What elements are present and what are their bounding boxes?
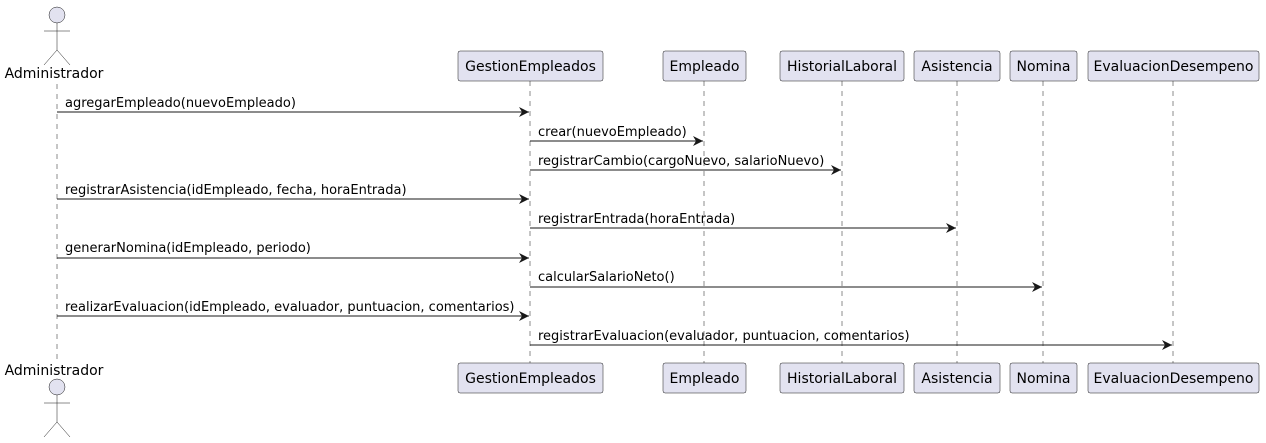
participant-historial-top: HistorialLaboral xyxy=(779,50,905,82)
message-label: generarNomina(idEmpleado, periodo) xyxy=(65,241,311,256)
message-registrar-entrada: registrarEntrada(horaEntrada) xyxy=(530,212,956,233)
message-realizar-evaluacion: realizarEvaluacion(idEmpleado, evaluador… xyxy=(57,300,529,321)
participant-gestion-top: GestionEmpleados xyxy=(457,50,604,82)
participant-label: GestionEmpleados xyxy=(465,371,596,387)
message-crear: crear(nuevoEmpleado) xyxy=(530,125,703,146)
participant-label: Nomina xyxy=(1016,59,1070,75)
participant-label: Asistencia xyxy=(921,59,992,75)
participant-evaluacion-bottom: EvaluacionDesempeno xyxy=(1087,362,1260,394)
message-label: calcularSalarioNeto() xyxy=(538,270,675,285)
participant-empleado-bottom: Empleado xyxy=(662,362,747,394)
participant-nomina-top: Nomina xyxy=(1009,50,1078,82)
participant-evaluacion-top: EvaluacionDesempeno xyxy=(1087,50,1260,82)
message-generar-nomina: generarNomina(idEmpleado, periodo) xyxy=(57,241,529,263)
message-registrar-cambio: registrarCambio(cargoNuevo, salarioNuevo… xyxy=(530,154,841,175)
message-label: realizarEvaluacion(idEmpleado, evaluador… xyxy=(65,300,515,315)
participant-label: GestionEmpleados xyxy=(465,59,596,75)
participant-gestion-bottom: GestionEmpleados xyxy=(457,362,604,394)
message-label: registrarEvaluacion(evaluador, puntuacio… xyxy=(538,329,910,344)
participant-label: Empleado xyxy=(670,371,740,387)
message-registrar-asistencia: registrarAsistencia(idEmpleado, fecha, h… xyxy=(57,183,529,204)
actor-top: Administrador xyxy=(5,6,104,82)
message-agregar-empleado: agregarEmpleado(nuevoEmpleado) xyxy=(57,96,529,117)
actor-label-top: Administrador xyxy=(5,66,104,82)
actor-head xyxy=(48,6,66,24)
actor-label-bottom: Administrador xyxy=(5,363,104,379)
participant-empleado-top: Empleado xyxy=(662,50,747,82)
message-calcular-salario-neto: calcularSalarioNeto() xyxy=(530,270,1042,292)
participant-label: HistorialLaboral xyxy=(787,59,897,75)
message-label: registrarEntrada(horaEntrada) xyxy=(538,212,735,227)
participant-nomina-bottom: Nomina xyxy=(1009,362,1078,394)
actor-head xyxy=(48,378,66,396)
message-label: registrarCambio(cargoNuevo, salarioNuevo… xyxy=(538,154,824,169)
participant-label: Empleado xyxy=(670,59,740,75)
participant-label: Asistencia xyxy=(921,371,992,387)
message-label: agregarEmpleado(nuevoEmpleado) xyxy=(65,96,296,111)
participant-label: EvaluacionDesempeno xyxy=(1094,371,1254,387)
participant-label: EvaluacionDesempeno xyxy=(1094,59,1254,75)
message-registrar-evaluacion: registrarEvaluacion(evaluador, puntuacio… xyxy=(530,329,1172,350)
participant-asistencia-top: Asistencia xyxy=(913,50,1001,82)
participant-label: HistorialLaboral xyxy=(787,371,897,387)
message-label: crear(nuevoEmpleado) xyxy=(538,125,687,140)
participant-label: Nomina xyxy=(1016,371,1070,387)
message-label: registrarAsistencia(idEmpleado, fecha, h… xyxy=(65,183,407,198)
participant-historial-bottom: HistorialLaboral xyxy=(779,362,905,394)
participant-asistencia-bottom: Asistencia xyxy=(913,362,1001,394)
actor-bottom: Administrador xyxy=(5,363,104,438)
